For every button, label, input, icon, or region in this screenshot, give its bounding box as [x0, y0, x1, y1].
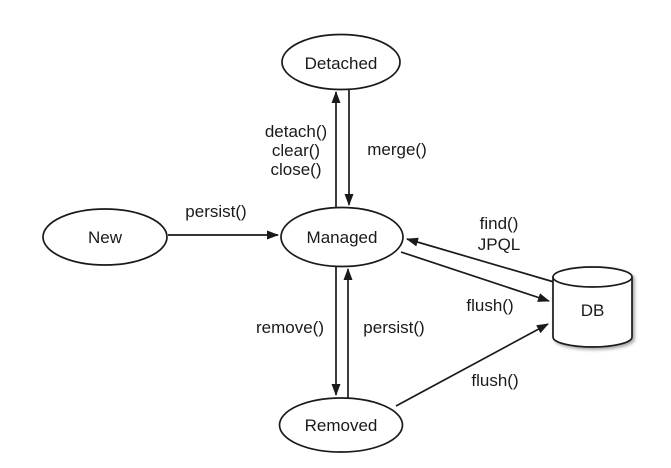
node-new: New: [42, 208, 168, 266]
db-cylinder-body: [552, 277, 633, 348]
node-detached-label: Detached: [305, 54, 378, 73]
node-db-label: DB: [581, 301, 605, 320]
edge-label-jpql: JPQL: [478, 235, 521, 254]
edge-label-clear: clear(): [272, 141, 320, 160]
edge-managed-to-removed: remove(): [256, 266, 341, 396]
edge-managed-to-detached: detach() clear() close(): [265, 91, 341, 207]
node-removed-label: Removed: [305, 416, 378, 435]
edge-label-flush-removed: flush(): [471, 371, 518, 390]
edge-label-close: close(): [270, 160, 321, 179]
edge-label-remove: remove(): [256, 318, 324, 337]
db-cylinder-top: [552, 266, 633, 288]
edge-label-find: find(): [480, 214, 519, 233]
node-detached: Detached: [281, 33, 401, 91]
edge-new-to-managed: persist(): [168, 202, 279, 240]
edge-detached-to-managed: merge(): [344, 89, 427, 206]
node-removed: Removed: [278, 397, 404, 453]
edge-managed-to-db: flush(): [400, 251, 550, 315]
edge-db-to-managed: find() JPQL: [406, 214, 555, 283]
node-managed-shape: [280, 206, 404, 268]
edge-removed-to-managed: persist(): [343, 268, 425, 398]
node-new-label: New: [88, 228, 123, 247]
edge-line-db-to-managed: [406, 237, 555, 283]
edge-label-persist-new: persist(): [185, 202, 246, 221]
node-managed-label: Managed: [307, 228, 378, 247]
edge-label-persist-removed: persist(): [363, 318, 424, 337]
edge-removed-to-db: flush(): [395, 323, 549, 407]
node-db: DB: [552, 266, 633, 348]
node-new-shape: [42, 208, 168, 266]
edge-label-detach: detach(): [265, 122, 327, 141]
edge-label-flush-managed: flush(): [466, 296, 513, 315]
edge-line-removed-to-db: [395, 323, 549, 407]
edge-line-managed-to-db: [400, 251, 550, 302]
edge-label-merge: merge(): [367, 140, 427, 159]
node-removed-shape: [278, 397, 404, 453]
node-managed: Managed: [280, 206, 404, 268]
node-detached-shape: [281, 33, 401, 91]
